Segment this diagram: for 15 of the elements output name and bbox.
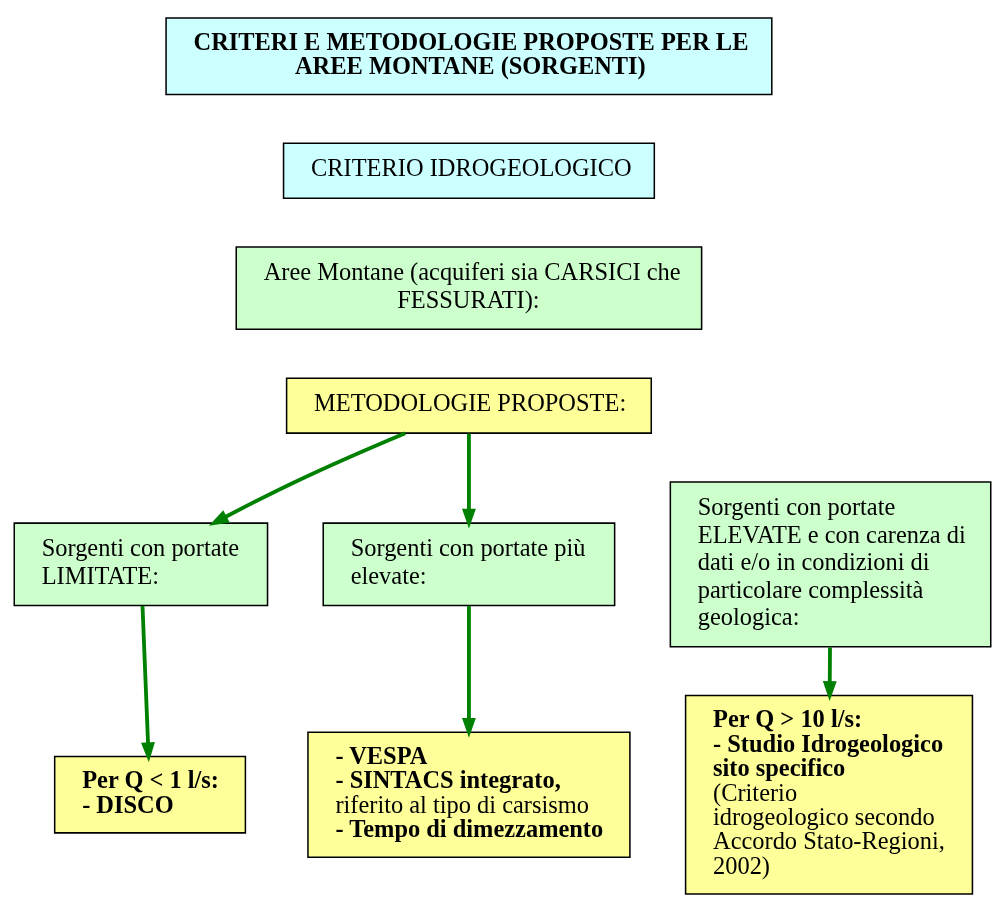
arrow bbox=[461, 605, 476, 738]
node-box: Aree Montane (acquiferi sia CARSICI che FESSURATI): bbox=[235, 245, 703, 330]
arrow bbox=[822, 646, 837, 701]
node-box: Per Q < 1 l/s: - DISCO bbox=[53, 755, 247, 834]
node-box: Sorgenti con portate ELEVATE e con carenza di dati e/o in condizioni di particolare complessità geologica: bbox=[669, 480, 992, 647]
node-box: CRITERIO IDROGEOLOGICO bbox=[282, 141, 656, 199]
node-box: Sorgenti con portate più elevate: bbox=[322, 521, 616, 606]
arrow bbox=[208, 430, 406, 526]
node-box: METODOLOGIE PROPOSTE: bbox=[285, 376, 653, 434]
arrow bbox=[140, 605, 155, 762]
node-box: CRITERI E METODOLOGIE PROPOSTE PER LE AREE MONTANE (SORGENTI) bbox=[165, 16, 773, 95]
node-box: Per Q > 10 l/s: - Studio Idrogeologico sito specifico (Criterio idrogeologico secondo Accordo Stato-Regioni, 2002) bbox=[684, 694, 974, 895]
arrow bbox=[461, 433, 476, 529]
node-box: - VESPA - SINTACS integrato, riferito al tipo di carsismo - Tempo di dimezzamento bbox=[307, 730, 631, 858]
node-box: Sorgenti con portate LIMITATE: bbox=[13, 521, 269, 606]
